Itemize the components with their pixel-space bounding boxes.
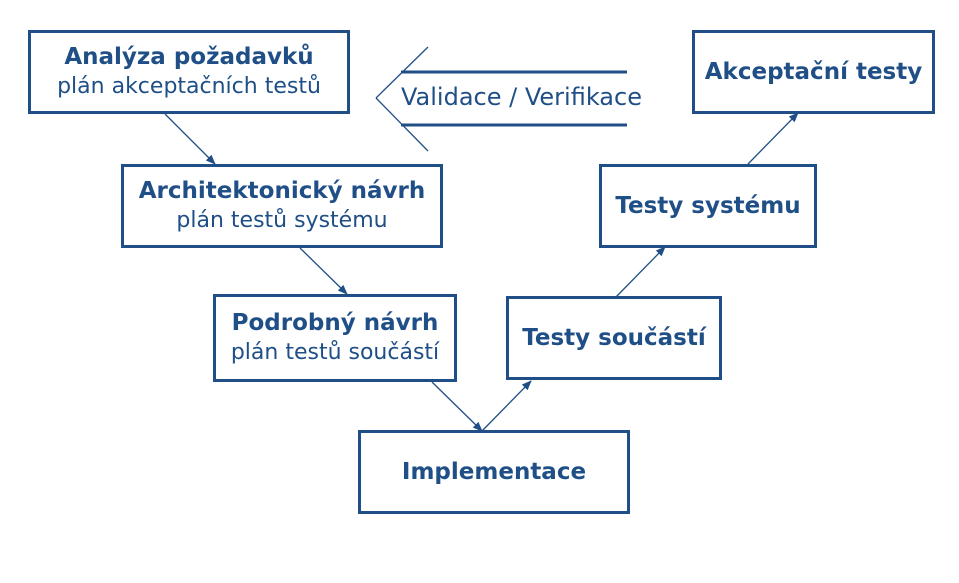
node-architectural-design: Architektonický návrh plán testů systému — [121, 164, 443, 248]
node-title: Podrobný návrh — [231, 310, 439, 336]
node-title: Analýza požadavků — [64, 44, 314, 70]
node-system-tests: Testy systému — [599, 164, 817, 248]
node-title: Akceptační testy — [704, 59, 923, 85]
node-implementation: Implementace — [358, 430, 630, 514]
validation-arrow-icon — [375, 46, 627, 152]
node-subtitle: plán testů systému — [176, 208, 388, 233]
node-subtitle: plán testů součástí — [230, 340, 440, 365]
arrow-requirements-to-architecture — [164, 113, 216, 165]
node-requirements-analysis: Analýza požadavků plán akceptačních test… — [28, 30, 350, 114]
node-title: Architektonický návrh — [138, 178, 426, 204]
node-acceptance-tests: Akceptační testy — [692, 30, 935, 114]
arrow-system-tests-to-acceptance-tests — [747, 112, 799, 165]
arrow-implementation-to-component-tests — [481, 380, 532, 432]
node-component-tests: Testy součástí — [506, 296, 722, 380]
validation-verification-label: Validace / Verifikace — [401, 83, 642, 111]
node-title: Testy součástí — [522, 325, 706, 351]
node-subtitle: plán akceptačních testů — [57, 74, 321, 99]
arrow-architecture-to-detailed — [299, 247, 348, 295]
node-title: Implementace — [401, 459, 587, 485]
node-detailed-design: Podrobný návrh plán testů součástí — [213, 294, 457, 382]
arrow-component-tests-to-system-tests — [615, 246, 666, 298]
node-title: Testy systému — [615, 193, 801, 219]
arrow-detailed-to-implementation — [431, 381, 483, 432]
